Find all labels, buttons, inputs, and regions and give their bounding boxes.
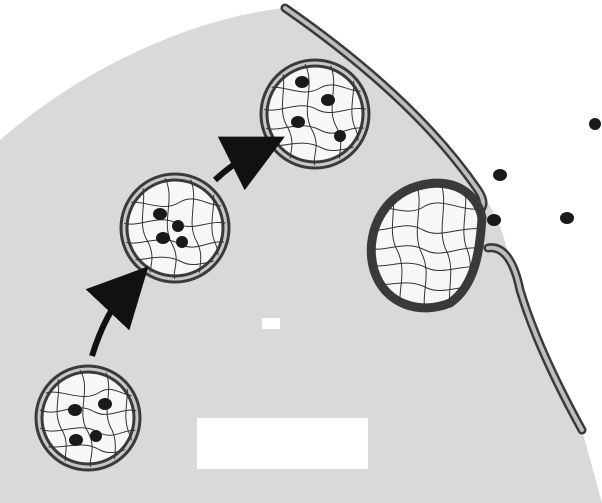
released-particle bbox=[589, 118, 601, 130]
released-particle bbox=[493, 169, 507, 181]
vesicle-3 bbox=[260, 63, 370, 168]
vesicle-2 bbox=[120, 177, 230, 282]
released-particle bbox=[487, 214, 501, 226]
released-particle bbox=[560, 212, 574, 224]
label-box-small bbox=[262, 318, 280, 329]
vesicle-1 bbox=[39, 369, 140, 470]
label-box bbox=[197, 418, 368, 469]
released-particles bbox=[487, 118, 601, 226]
